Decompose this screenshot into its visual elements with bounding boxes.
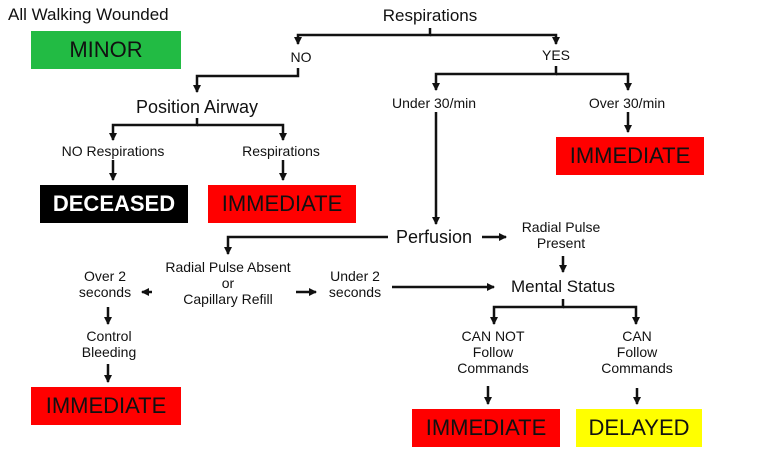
immediate-box-bleeding: IMMEDIATE <box>31 387 181 425</box>
respirations-node: Respirations <box>382 6 478 25</box>
respirations-after-airway-node: Respirations <box>242 143 320 159</box>
control-bleeding-node: Control Bleeding <box>81 328 137 361</box>
under-30-node: Under 30/min <box>391 95 477 111</box>
immediate-box-over30: IMMEDIATE <box>556 137 704 175</box>
over-2-seconds-node: Over 2 seconds <box>78 268 132 301</box>
connector-airway-norespirations <box>109 118 199 141</box>
connector-airway-respirations <box>197 123 287 141</box>
under-2-seconds-node: Under 2 seconds <box>328 268 382 301</box>
connector-respirations-no <box>294 28 432 45</box>
radial-pulse-present-node: Radial Pulse Present <box>521 219 601 252</box>
walking-wounded-label: All Walking Wounded <box>8 5 169 24</box>
position-airway-node: Position Airway <box>135 97 259 117</box>
no-branch-label: NO <box>290 49 312 65</box>
can-follow-commands-node: CAN Follow Commands <box>601 328 673 377</box>
connector-yes-over30 <box>556 72 632 91</box>
immediate-box-airway: IMMEDIATE <box>208 185 356 223</box>
connector-no-airway <box>193 68 300 93</box>
radial-pulse-absent-node: Radial Pulse Absent or Capillary Refill <box>165 259 291 308</box>
cannot-follow-commands-node: CAN NOT Follow Commands <box>457 328 529 377</box>
connector-yes-under30 <box>432 66 558 91</box>
yes-branch-label: YES <box>541 47 571 63</box>
connector-perfusion-absent <box>224 235 388 255</box>
minor-box: MINOR <box>31 31 181 69</box>
immediate-box-mental: IMMEDIATE <box>412 409 560 447</box>
connector-respirations-yes <box>430 33 560 45</box>
mental-status-node: Mental Status <box>511 277 615 296</box>
connector-mental-can <box>563 305 640 325</box>
over-30-node: Over 30/min <box>588 95 666 111</box>
no-respirations-node: NO Respirations <box>61 143 165 159</box>
connector-mental-cannot <box>490 299 565 325</box>
delayed-box: DELAYED <box>576 409 702 447</box>
perfusion-node: Perfusion <box>395 227 473 247</box>
deceased-box: DECEASED <box>40 185 188 223</box>
